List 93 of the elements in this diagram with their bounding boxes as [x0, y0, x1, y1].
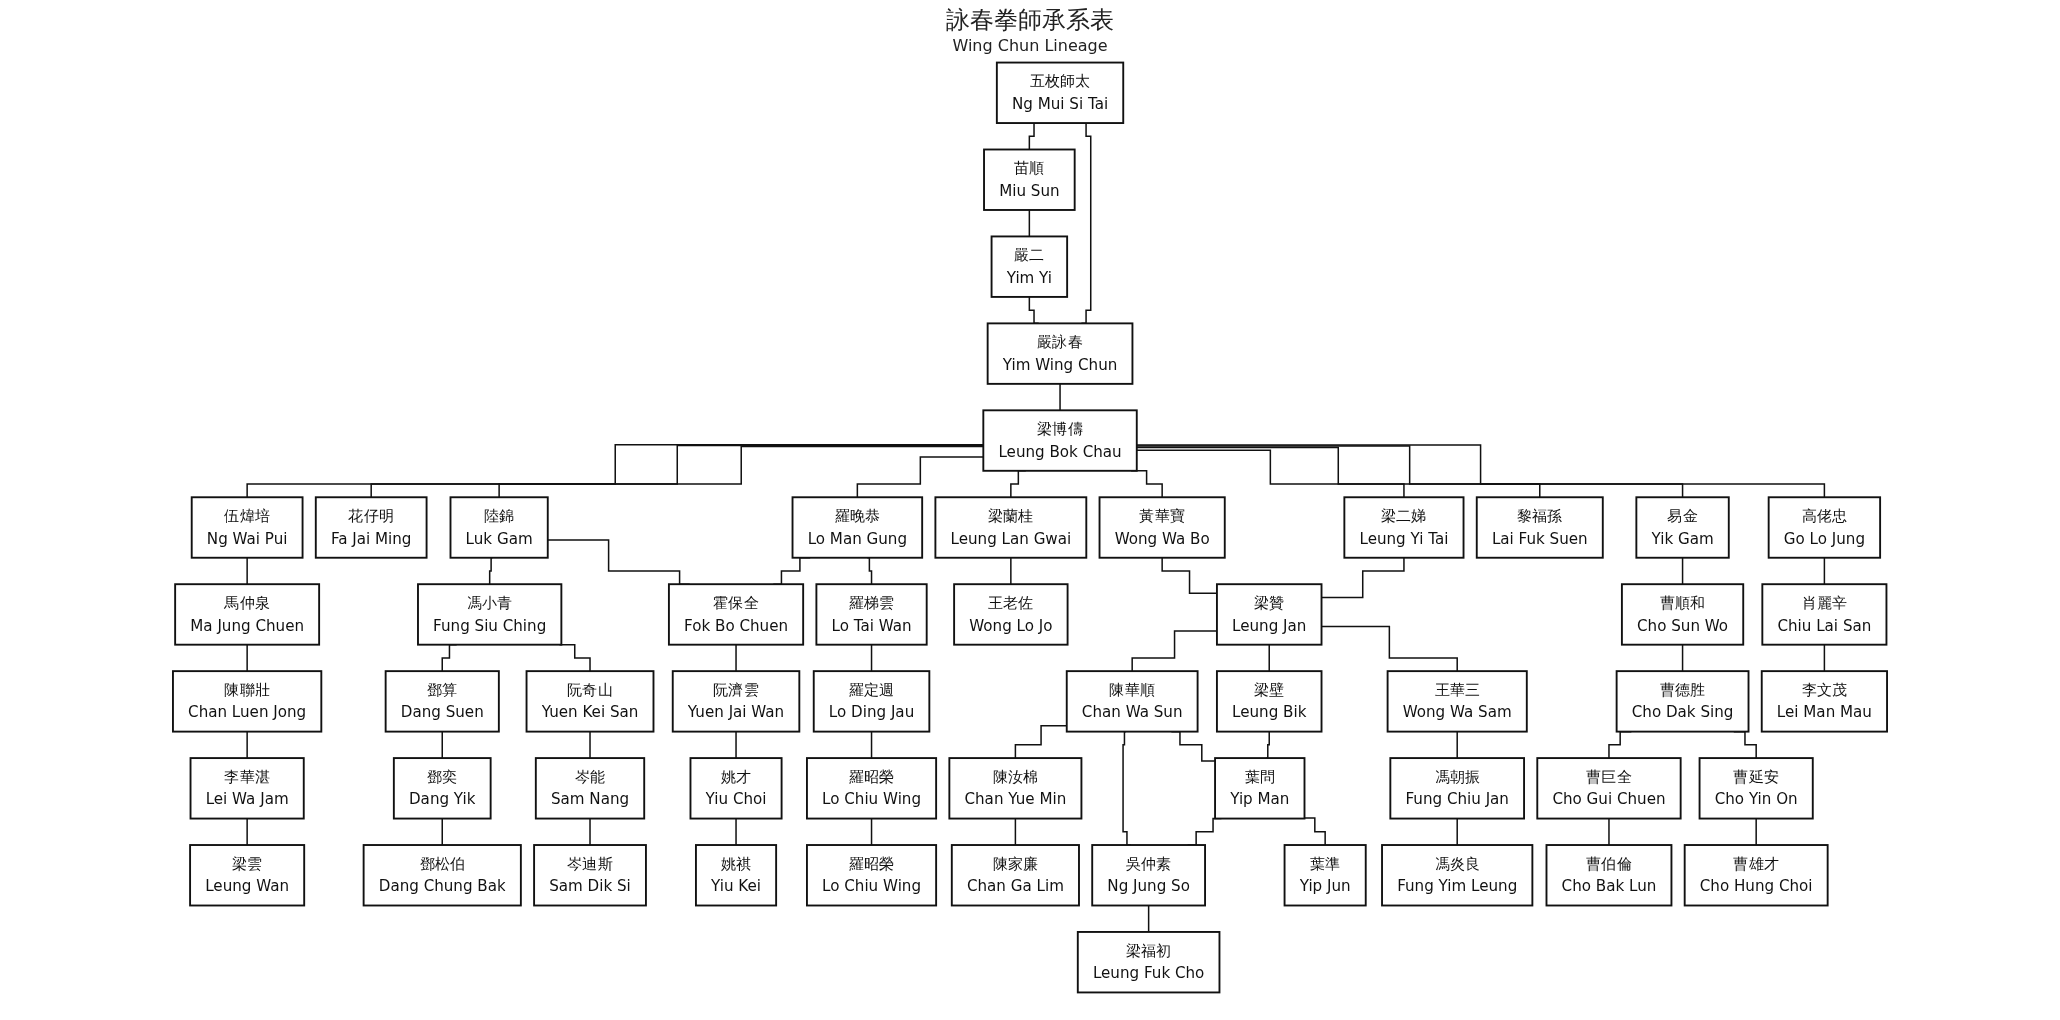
node-box: 曹雄才 Cho Hung Choi [1683, 844, 1829, 907]
node-box: 花仔明 Fa Jai Ming [314, 496, 428, 559]
node-box: 鄧松伯 Dang Chung Bak [362, 844, 522, 907]
node-box: 肖麗辛 Chiu Lai San [1761, 583, 1888, 646]
node-box: 馮炎良 Fung Yim Leung [1381, 844, 1534, 907]
connector [1456, 730, 1458, 759]
connector [1136, 444, 1826, 498]
connector [246, 817, 248, 846]
node-box: 曹德胜 Cho Dak Sing [1615, 670, 1750, 733]
node-box: 陳華順 Chan Wa Sun [1065, 670, 1199, 733]
node-box: 馬仲泉 Ma Jung Chuen [174, 583, 321, 646]
node-box: 羅昭榮 Lo Chiu Wing [806, 844, 938, 907]
connector [1303, 817, 1326, 846]
chart-subtitle: Wing Chun Lineage [951, 36, 1109, 55]
node-box: 王老佐 Wong Lo Jo [953, 583, 1069, 646]
node-box: 苗順 Miu Sun [983, 148, 1076, 211]
node-box: 陳聯壯 Chan Luen Jong [172, 670, 323, 733]
connector [1147, 904, 1150, 933]
node-box: 梁博儔 Leung Bok Chau [982, 409, 1138, 472]
node-box: 梁壁 Leung Bik [1216, 670, 1323, 733]
node-box: 曹順和 Cho Sun Wo [1620, 583, 1745, 646]
node-box: 高佬忠 Go Lo Jung [1767, 496, 1882, 559]
node-box: 葉準 Yip Jun [1283, 844, 1367, 907]
connector [1823, 557, 1826, 585]
node-box: 李文茂 Lei Man Mau [1760, 670, 1888, 733]
node-box: 易金 Yik Gam [1635, 496, 1730, 559]
node-box: 嚴詠春 Yim Wing Chun [986, 322, 1134, 385]
node-box: 嚴二 Yim Yi [990, 235, 1069, 298]
connector [1608, 817, 1610, 846]
node-box: 岑迪斯 Sam Dik Si [533, 844, 647, 907]
connector [1265, 730, 1270, 759]
node-box: 陸錦 Luk Gam [449, 496, 549, 559]
node-box: 阮奇山 Yuen Kei San [525, 670, 655, 733]
node-box: 羅晚恭 Lo Man Gung [791, 496, 924, 559]
connector [735, 730, 737, 759]
connector [870, 643, 873, 672]
node-box: 曹巨全 Cho Gui Chuen [1536, 757, 1682, 820]
connector [441, 817, 443, 846]
node-box: 吳仲素 Ng Jung So [1091, 844, 1206, 907]
connector [1681, 557, 1684, 585]
node-box: 五枚師太 Ng Mui Si Tai [995, 61, 1125, 124]
node-box: 陳汝棉 Chan Yue Min [948, 757, 1083, 820]
node-box: 李華湛 Lei Wa Jam [189, 757, 305, 820]
node-box: 姚才 Yiu Choi [689, 757, 783, 820]
connector [1456, 817, 1458, 846]
node-box: 王華三 Wong Wa Sam [1386, 670, 1528, 733]
node-box: 梁雲 Leung Wan [189, 844, 306, 907]
connector [589, 817, 591, 846]
node-box: 梁蘭桂 Leung Lan Gwai [934, 496, 1088, 559]
node-box: 黎福孫 Lai Fuk Suen [1475, 496, 1604, 559]
connector [1014, 817, 1017, 846]
chart-title: 詠春拳師承系表 [945, 5, 1115, 36]
connector [441, 730, 443, 759]
connector [1136, 446, 1541, 498]
connector [1059, 383, 1061, 412]
connector [1755, 817, 1757, 846]
connector [870, 730, 873, 759]
node-box: 阮濟雲 Yuen Jai Wan [671, 670, 801, 733]
connector [870, 817, 873, 846]
node-box: 馮小青 Fung Siu Ching [417, 583, 563, 646]
connector [1028, 209, 1031, 238]
node-box: 鄧算 Dang Suen [384, 670, 500, 733]
node-box: 陳家廉 Chan Ga Lim [950, 844, 1080, 907]
node-box: 羅昭榮 Lo Chiu Wing [806, 757, 938, 820]
connector [735, 643, 737, 672]
node-box: 曹伯倫 Cho Bak Lun [1545, 844, 1673, 907]
node-box: 鄧奕 Dang Yik [392, 757, 492, 820]
node-box: 梁二娣 Leung Yi Tai [1343, 496, 1465, 559]
connector [735, 817, 737, 846]
connector [1681, 643, 1684, 672]
node-box: 羅定週 Lo Ding Jau [812, 670, 931, 733]
node-box: 黃華寶 Wong Wa Bo [1098, 496, 1226, 559]
node-box: 伍煒培 Ng Wai Pui [190, 496, 304, 559]
connector [246, 730, 248, 759]
connector [589, 730, 591, 759]
connector [1136, 445, 1684, 498]
node-box: 姚祺 Yiu Kei [695, 844, 778, 907]
connector [246, 643, 248, 672]
node-box: 岑能 Sam Nang [534, 757, 646, 820]
node-box: 曹延安 Cho Yin On [1698, 757, 1814, 820]
connector [1268, 643, 1270, 672]
connector [866, 557, 873, 585]
connector [1823, 643, 1826, 672]
connector [1010, 557, 1012, 585]
node-box: 羅梯雲 Lo Tai Wan [815, 583, 928, 646]
connector [1136, 449, 1405, 498]
node-box: 梁福初 Leung Fuk Cho [1076, 931, 1221, 994]
connector [488, 557, 494, 585]
connector [246, 557, 248, 585]
node-box: 霍保全 Fok Bo Chuen [667, 583, 805, 646]
node-box: 葉問 Yip Man [1214, 757, 1306, 820]
node-box: 馮朝振 Fung Chiu Jan [1389, 757, 1525, 820]
node-box: 梁贊 Leung Jan [1216, 583, 1323, 646]
